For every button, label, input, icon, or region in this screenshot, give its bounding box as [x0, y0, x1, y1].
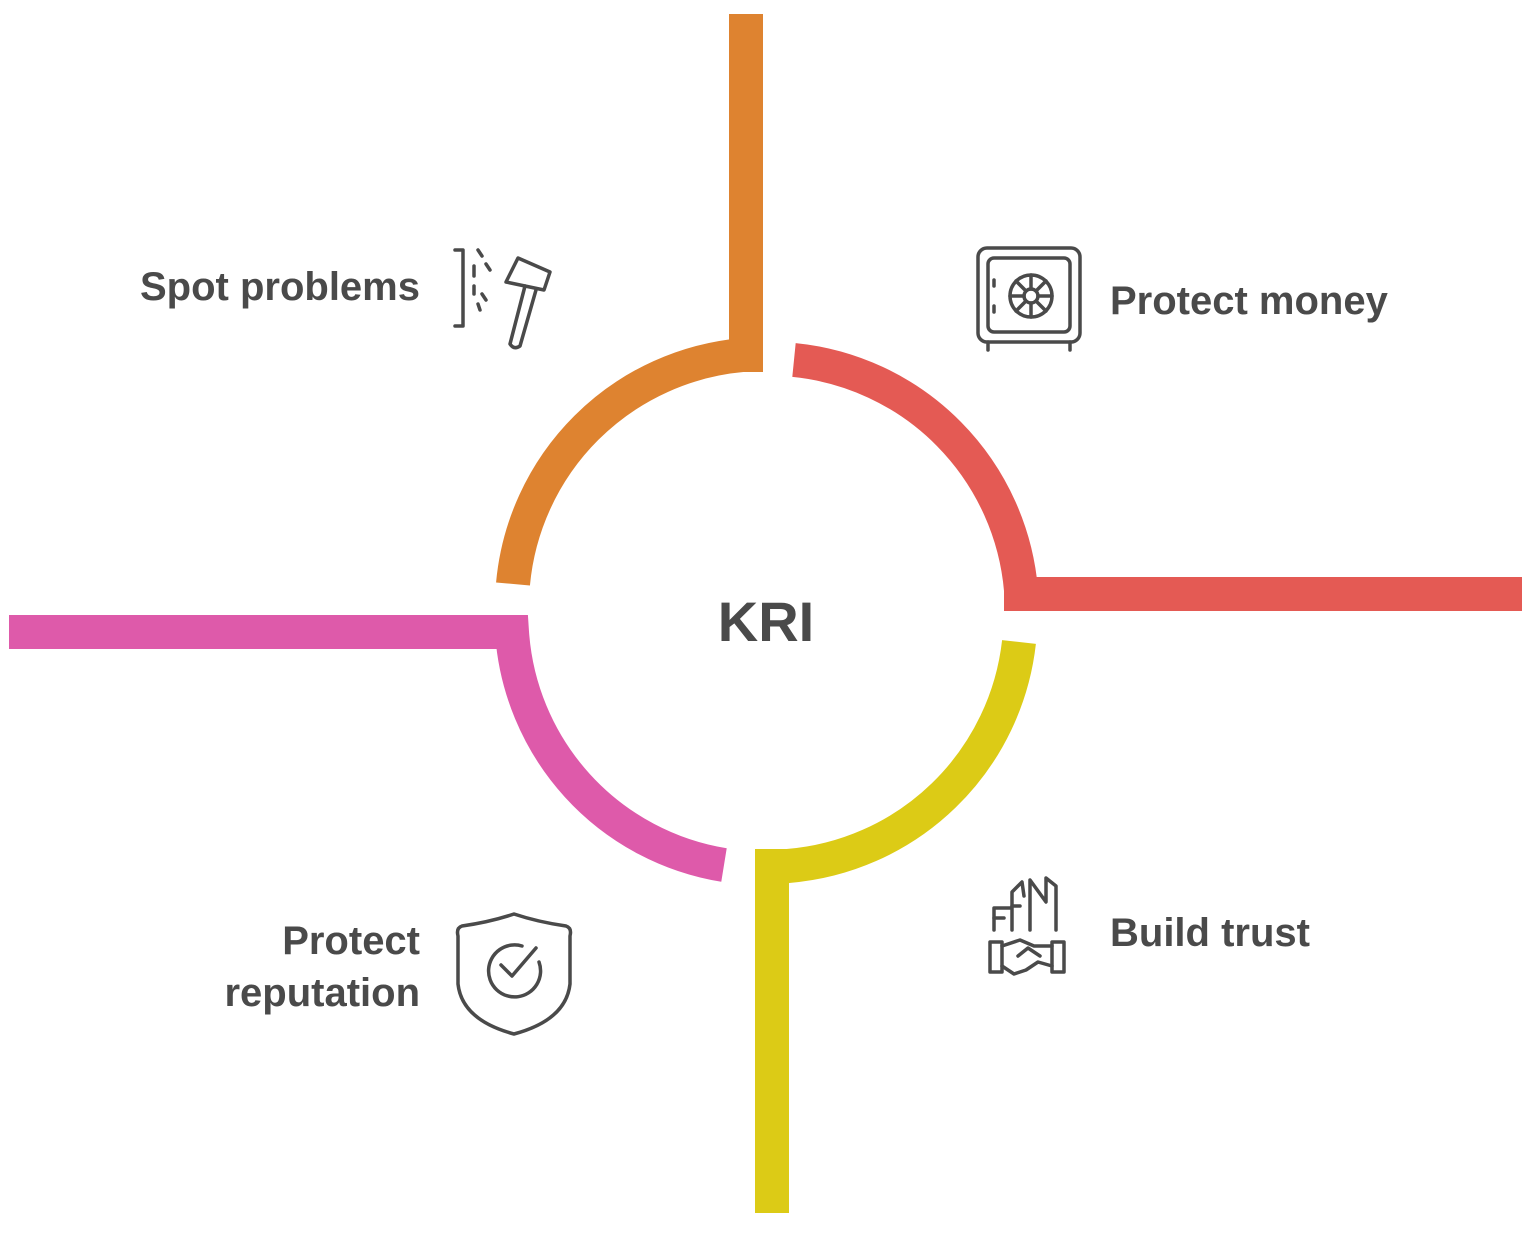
segment-build-trust-path [755, 640, 1036, 1213]
segment-label-protect-money: Protect money [1110, 279, 1389, 323]
segment-spot-problems-path [496, 14, 763, 586]
segment-label-protect-reputation-line2: reputation [224, 971, 420, 1015]
segment-label-build-trust: Build trust [1110, 911, 1310, 955]
shield-check-icon [455, 912, 573, 1036]
safe-icon [976, 246, 1082, 352]
segment-protect-reputation-path [9, 615, 727, 882]
segment-protect-money-path [792, 343, 1522, 611]
segment-label-protect-reputation-line1: Protect [282, 919, 420, 963]
hammer-wall-icon [453, 248, 552, 350]
segment-label-spot-problems: Spot problems [140, 265, 420, 309]
handshake-buildings-icon [988, 876, 1066, 976]
center-label: KRI [718, 590, 814, 653]
